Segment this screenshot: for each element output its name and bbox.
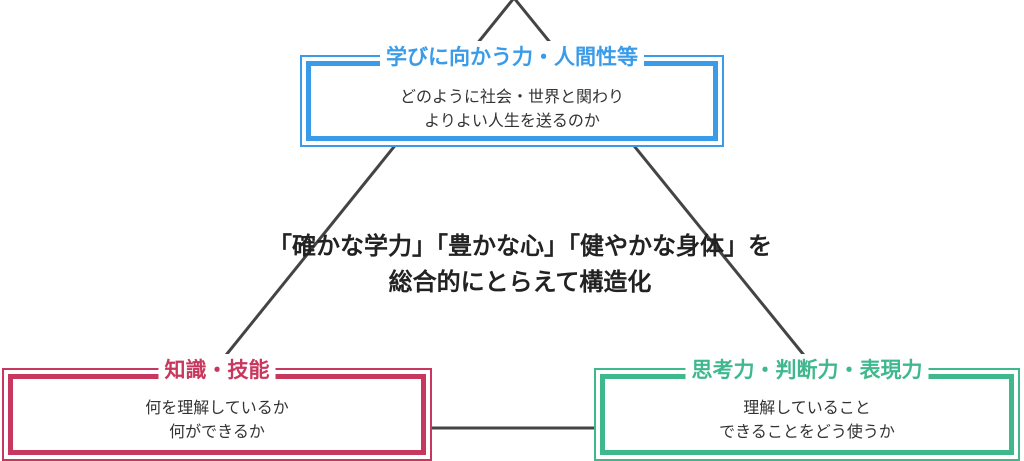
left-box-line-1: 何を理解しているか <box>145 398 289 417</box>
right-box-line-1: 理解していること <box>743 398 871 417</box>
left-box: 知識・技能 何を理解しているか 何ができるか <box>2 354 432 461</box>
top-box: 学びに向かう力・人間性等 どのように社会・世界と関わり よりよい人生を送るのか <box>300 41 724 147</box>
top-box-line-1: どのように社会・世界と関わり <box>399 87 624 106</box>
top-box-line-2: よりよい人生を送るのか <box>424 111 600 130</box>
right-box-title: 思考力・判断力・表現力 <box>685 354 929 384</box>
center-line-1: 「確かな学力」「豊かな心」「健やかな身体」を <box>268 232 772 260</box>
center-caption: 「確かな学力」「豊かな心」「健やかな身体」を 総合的にとらえて構造化 <box>0 228 1024 300</box>
right-box-line-2: できることをどう使うか <box>719 422 895 441</box>
right-box: 思考力・判断力・表現力 理解していること できることをどう使うか <box>594 354 1020 461</box>
center-line-2: 総合的にとらえて構造化 <box>388 268 652 296</box>
left-box-title: 知識・技能 <box>158 354 276 384</box>
left-box-line-2: 何ができるか <box>169 422 265 441</box>
top-box-title: 学びに向かう力・人間性等 <box>380 41 644 71</box>
